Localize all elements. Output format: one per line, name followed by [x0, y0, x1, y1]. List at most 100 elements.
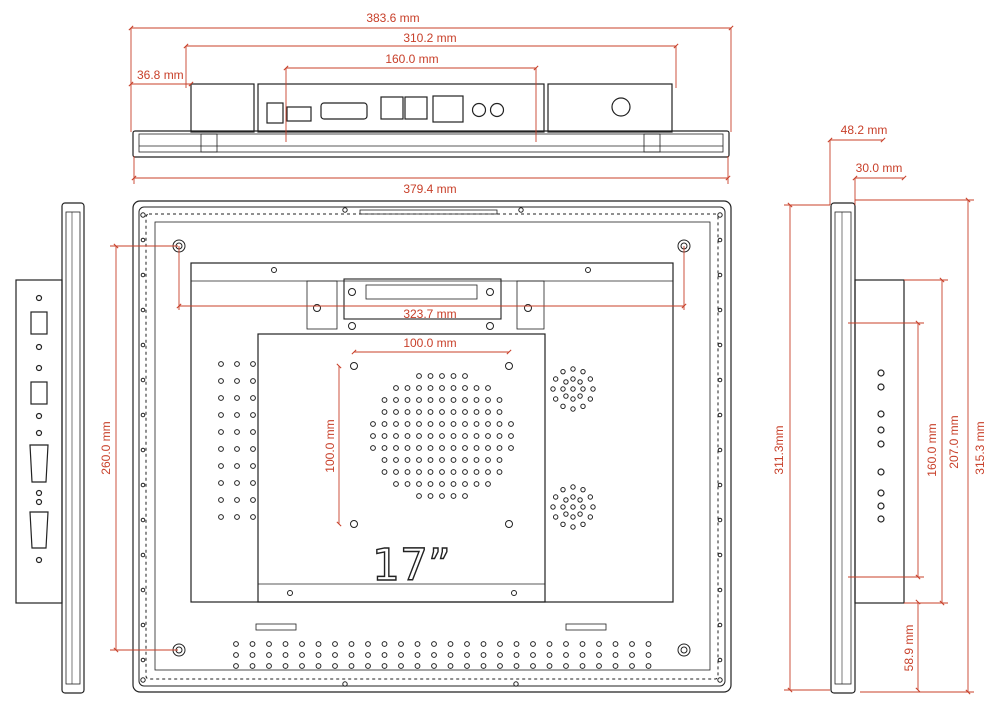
- fan-hole: [462, 457, 468, 463]
- dim-top-inner-width: 310.2 mm: [403, 31, 456, 45]
- speaker-hole: [570, 406, 576, 412]
- bottom-vent-hole: [414, 663, 421, 669]
- bottom-vent-hole: [233, 663, 239, 669]
- fan-hole: [450, 469, 457, 475]
- mount-hole-inner: [680, 646, 688, 654]
- top-view: [132, 83, 730, 158]
- edge-dot: [140, 237, 146, 243]
- bottom-vent-hole: [365, 641, 371, 647]
- fan-hole: [416, 433, 422, 439]
- vent-hole: [234, 497, 240, 503]
- fan-hole: [450, 457, 457, 463]
- dim-side-box-height: 207.0 mm: [947, 415, 961, 468]
- fan-hole: [496, 397, 503, 403]
- edge-dot: [140, 307, 146, 313]
- vent-hole: [250, 463, 256, 469]
- edge-dot: [140, 412, 146, 418]
- bottom-vent-hole: [249, 663, 256, 669]
- fan-hole: [393, 469, 399, 475]
- bottom-vent-hole: [645, 652, 652, 658]
- bottom-vent-hole: [546, 641, 553, 647]
- fan-hole: [404, 433, 411, 439]
- vent-hole: [234, 412, 240, 418]
- bezel-screw: [342, 207, 348, 213]
- bottom-vent-hole: [645, 663, 652, 669]
- bottom-vent-hole: [530, 663, 536, 669]
- front-vent-holes: [140, 207, 723, 687]
- fan-hole: [439, 457, 445, 463]
- bottom-vent-hole: [546, 652, 553, 658]
- edge-dot: [717, 622, 723, 628]
- fan-hole: [393, 421, 399, 427]
- fan-hole: [485, 457, 491, 463]
- fan-hole: [473, 469, 480, 475]
- fan-hole: [496, 457, 503, 463]
- vesa-hole: [505, 362, 513, 370]
- bottom-vent-hole: [629, 652, 635, 658]
- fan-hole: [508, 433, 514, 439]
- speaker-hole: [560, 521, 566, 528]
- bottom-vent-hole: [579, 641, 586, 647]
- vent-hole: [250, 395, 256, 401]
- fan-hole: [416, 457, 422, 463]
- vent-hole: [234, 480, 240, 486]
- bottom-vent-hole: [497, 663, 503, 669]
- vent-hole: [234, 429, 240, 435]
- fan-hole: [496, 469, 503, 475]
- edge-dot: [717, 377, 723, 383]
- speaker-hole: [560, 368, 566, 375]
- bottom-vent-hole: [563, 663, 569, 669]
- bezel-screw: [717, 212, 723, 218]
- fan-hole: [439, 397, 445, 403]
- speaker-hole: [552, 376, 559, 382]
- fan-hole: [473, 409, 480, 415]
- bezel-screw: [518, 207, 524, 213]
- fan-hole: [404, 421, 411, 427]
- edge-dot: [140, 622, 146, 628]
- speaker-hole: [550, 504, 556, 510]
- fan-hole: [416, 421, 422, 427]
- screw-hole: [271, 267, 277, 273]
- vent-hole: [218, 463, 224, 469]
- speaker-hole: [580, 403, 586, 410]
- vesa-hole: [505, 520, 513, 528]
- bottom-vent-hole: [233, 652, 239, 658]
- fan-hole: [450, 433, 457, 439]
- bottom-vent-hole: [365, 652, 371, 658]
- speaker-hole: [587, 514, 594, 520]
- speaker-hole: [563, 497, 569, 503]
- bottom-vent-hole: [381, 663, 388, 669]
- fan-hole: [427, 421, 434, 427]
- vent-hole: [218, 446, 224, 452]
- speaker-hole: [587, 376, 594, 382]
- fan-hole: [462, 433, 468, 439]
- bottom-vent-hole: [530, 652, 536, 658]
- bottom-vent-hole: [233, 641, 239, 647]
- edge-dot: [140, 552, 146, 558]
- vent-hole: [218, 378, 224, 384]
- bottom-vent-hole: [579, 663, 586, 669]
- fan-hole: [416, 409, 422, 415]
- fan-hole: [508, 421, 514, 427]
- bottom-vent-hole: [348, 652, 355, 658]
- fan-hole: [462, 469, 468, 475]
- right-dimension-lines: [784, 137, 974, 695]
- fan-hole: [439, 493, 445, 499]
- front-dimension-lines: [110, 243, 687, 653]
- fan-hole: [485, 469, 491, 475]
- bottom-vent-hole: [596, 652, 602, 658]
- fan-hole: [473, 397, 480, 403]
- fan-hole: [416, 493, 422, 499]
- speaker-hole: [563, 393, 569, 399]
- edge-dot: [140, 342, 146, 348]
- fan-hole: [496, 433, 503, 439]
- fan-hole: [462, 493, 468, 499]
- vent-hole: [234, 361, 240, 367]
- fan-hole: [381, 397, 388, 403]
- fan-hole: [462, 397, 468, 403]
- vent-hole: [250, 412, 256, 418]
- dim-side-depth-total: 48.2 mm: [841, 123, 888, 137]
- dim-side-height-total: 315.3 mm: [973, 421, 987, 474]
- fan-hole: [485, 445, 491, 451]
- dim-top-overall-width: 383.6 mm: [366, 11, 419, 25]
